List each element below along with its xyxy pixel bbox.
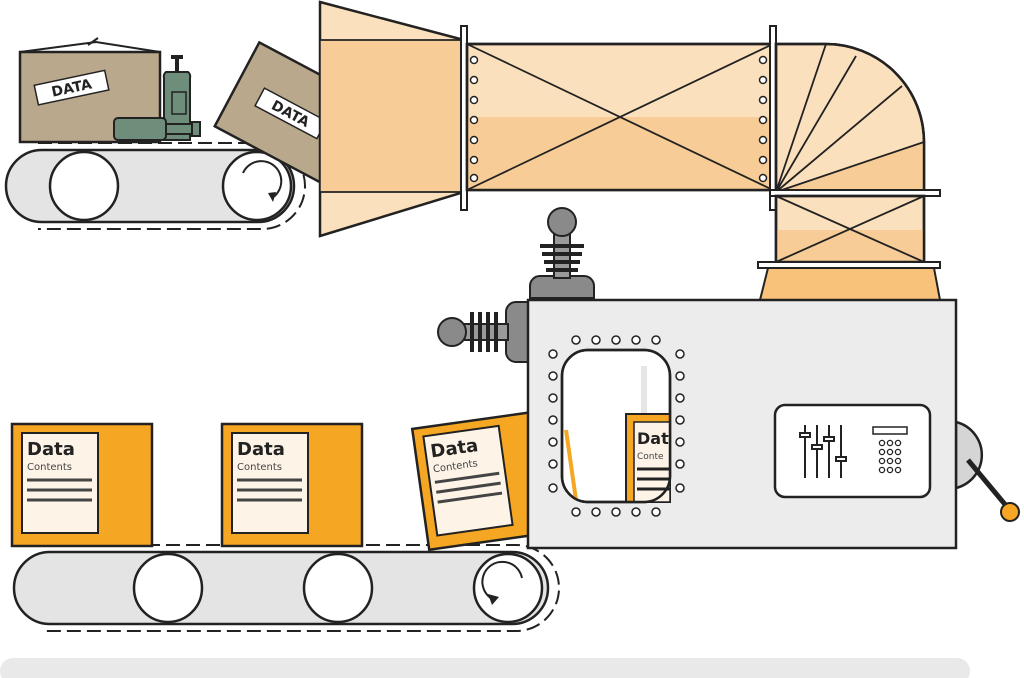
output-card-partial: Dat Conte: [625, 413, 671, 503]
card-subtitle: Contents: [27, 462, 72, 473]
duct-section-straight: [465, 42, 775, 192]
rotation-arrow-icon: [242, 160, 283, 202]
card-title: Dat: [637, 429, 669, 448]
floor-shadow: [0, 658, 970, 678]
belt-roller: [48, 150, 120, 222]
side-knob: [437, 301, 529, 363]
belt-roller: [302, 552, 374, 624]
bottom-conveyor-belt: [12, 544, 560, 632]
belt-roller: [221, 150, 293, 222]
belt-roller: [132, 552, 204, 624]
crank-handle-icon: [954, 420, 1020, 522]
output-card: Data Contents: [220, 422, 364, 548]
duct-section-vertical: [774, 194, 926, 264]
top-conveyor-belt: [4, 142, 306, 230]
flange-rivets: [469, 55, 768, 183]
control-panel: [773, 403, 932, 499]
card-title: Data: [237, 439, 285, 460]
display-screen: [872, 426, 908, 435]
duct-outlet: [758, 267, 942, 301]
bottle-upright: [162, 55, 192, 141]
window-rivets: [548, 335, 685, 517]
output-card: Data Contents: [10, 422, 154, 548]
intake-hopper: [318, 0, 466, 238]
keypad-icon: [878, 439, 902, 474]
machine-window: Dat Conte: [560, 348, 672, 504]
slider-controls-icon: [799, 425, 847, 478]
card-subtitle: Contents: [237, 462, 282, 473]
joystick-icon: [529, 207, 595, 299]
duct-elbow: [774, 42, 926, 194]
card-subtitle: Conte: [637, 452, 664, 462]
rotation-arrow-icon: [481, 560, 523, 605]
bottle-lying: [113, 117, 201, 141]
card-title: Data: [27, 439, 75, 460]
belt-roller: [472, 552, 544, 624]
